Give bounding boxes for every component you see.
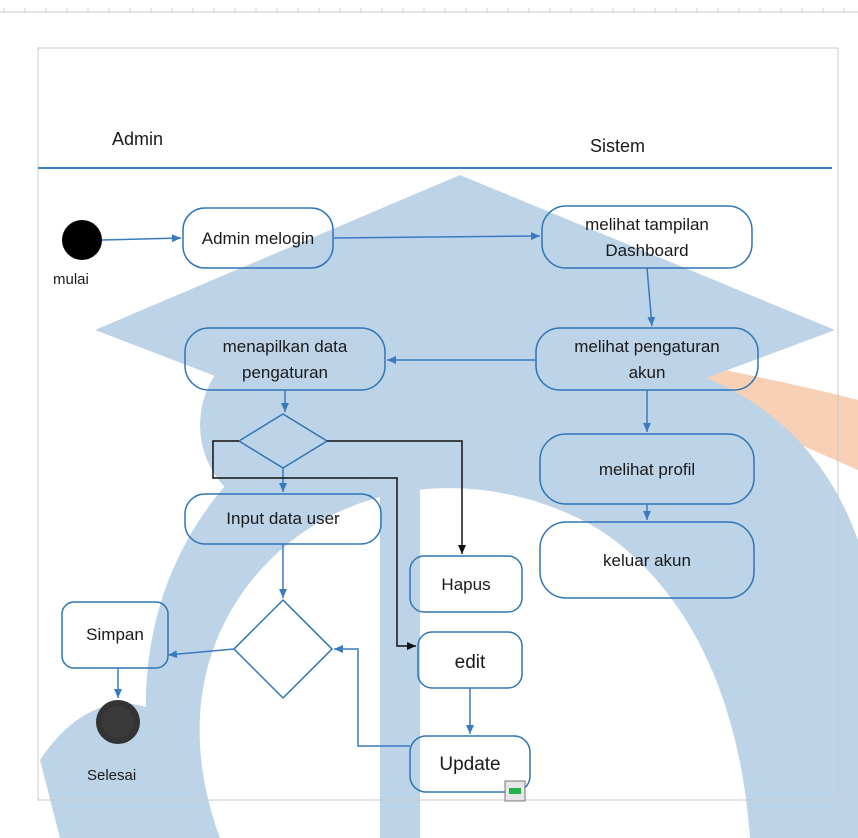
action-melihat-dashboard: melihat tampilan Dashboard [541, 205, 753, 269]
action-update: Update [409, 735, 531, 793]
arrow-update-decision2 [334, 645, 410, 747]
decision-branches [212, 440, 466, 650]
svg-text:edit: edit [455, 652, 486, 673]
action-menampilkan-data-pengaturan: menapilkan data pengaturan [184, 327, 386, 391]
action-edit: edit [417, 631, 523, 689]
svg-text:Dashboard: Dashboard [605, 241, 688, 260]
svg-text:Simpan: Simpan [86, 625, 144, 644]
svg-text:keluar akun: keluar akun [603, 551, 691, 570]
branch-to-edit [212, 440, 416, 650]
arrow-dashboard-pengaturan [646, 267, 656, 327]
watermark-logo [40, 175, 858, 838]
svg-text:Hapus: Hapus [441, 575, 490, 594]
action-simpan: Simpan [61, 601, 169, 669]
flow-arrows [101, 232, 656, 747]
watermark-swoosh [40, 703, 190, 838]
svg-text:Input data user: Input data user [226, 509, 340, 528]
watermark-tassel [380, 420, 420, 838]
svg-text:melihat profil: melihat profil [599, 460, 695, 479]
svg-text:akun: akun [629, 363, 666, 382]
svg-text:melihat pengaturan: melihat pengaturan [574, 337, 720, 356]
watermark-knob [200, 335, 380, 515]
svg-text:Admin melogin: Admin melogin [202, 229, 314, 248]
end-label: Selesai [87, 767, 136, 784]
decision-node-2 [232, 598, 334, 700]
arrow-decision2-simpan [167, 648, 235, 659]
branch-to-hapus [327, 440, 466, 554]
action-melihat-pengaturan-akun: melihat pengaturan akun [535, 327, 759, 391]
svg-text:pengaturan: pengaturan [242, 363, 328, 382]
resize-handle-icon[interactable] [504, 780, 526, 802]
top-ruler [0, 8, 858, 13]
arrow-start-login [101, 234, 182, 243]
arrow-login-dashboard [333, 232, 541, 241]
end-node-ring [102, 706, 134, 738]
lane-label-sistem: Sistem [590, 136, 645, 156]
action-keluar-akun: keluar akun [539, 521, 755, 599]
start-label: mulai [53, 271, 89, 288]
diagram-frame [37, 47, 839, 801]
watermark-orange-arc [700, 365, 858, 470]
svg-text:menapilkan data: menapilkan data [223, 337, 348, 356]
action-hapus: Hapus [409, 555, 523, 613]
svg-text:melihat tampilan: melihat tampilan [585, 215, 709, 234]
lane-label-admin: Admin [112, 129, 163, 149]
action-admin-melogin: Admin melogin [182, 207, 334, 269]
start-node [62, 220, 102, 260]
svg-text:Update: Update [439, 754, 500, 775]
